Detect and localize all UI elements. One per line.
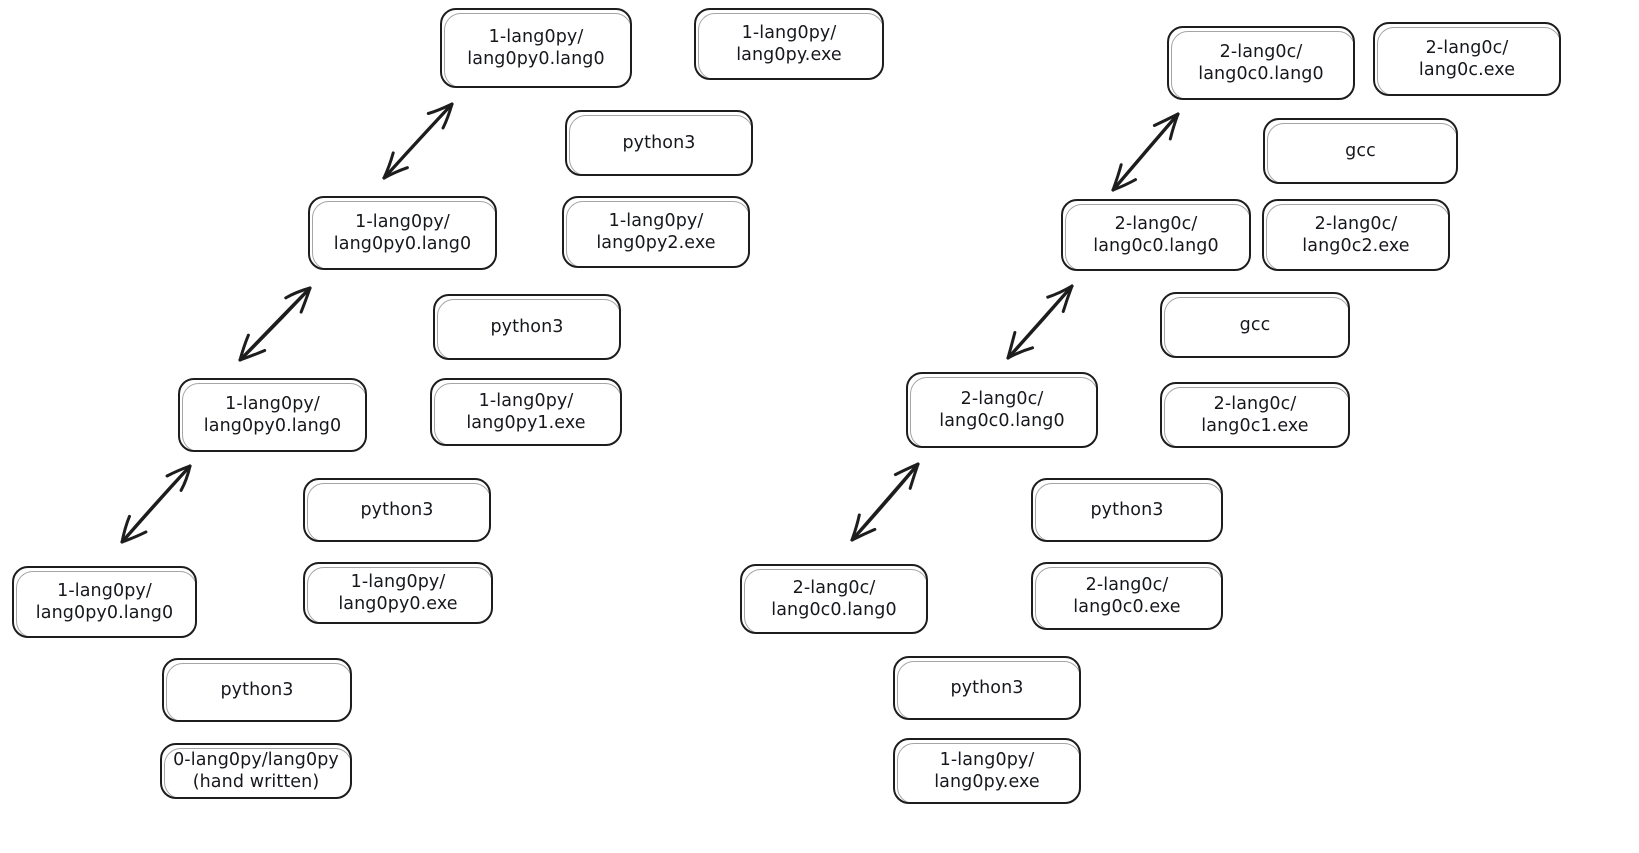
node-l-out4[interactable]: 1-lang0py/ lang0py.exe xyxy=(694,8,884,80)
node-l-tool0[interactable]: python3 xyxy=(162,658,352,722)
node-label: 0-lang0py/lang0py (hand written) xyxy=(173,749,339,794)
node-l-exe1[interactable]: 1-lang0py/ lang0py0.exe xyxy=(303,562,493,624)
node-label: 1-lang0py/ lang0py0.lang0 xyxy=(334,211,471,256)
node-l-src1[interactable]: 1-lang0py/ lang0py0.lang0 xyxy=(12,566,197,638)
node-label: python3 xyxy=(490,316,563,338)
arrow-a-l3 xyxy=(384,104,453,179)
node-r-src4[interactable]: 2-lang0c/ lang0c0.lang0 xyxy=(1167,26,1355,100)
node-label: python3 xyxy=(220,679,293,701)
arrow-a-l2 xyxy=(240,288,311,361)
node-r-out4[interactable]: 2-lang0c/ lang0c.exe xyxy=(1373,22,1561,96)
node-l-src0[interactable]: 0-lang0py/lang0py (hand written) xyxy=(160,743,352,799)
node-label: python3 xyxy=(950,677,1023,699)
arrow-a-r3 xyxy=(1113,114,1179,191)
node-r-tool2[interactable]: gcc xyxy=(1160,292,1350,358)
node-label: 2-lang0c/ lang0c0.lang0 xyxy=(1093,213,1218,258)
node-label: 1-lang0py/ lang0py0.exe xyxy=(338,571,457,616)
arrow-a-r1 xyxy=(852,464,919,541)
node-label: gcc xyxy=(1240,314,1271,336)
node-r-tool0[interactable]: python3 xyxy=(893,656,1081,720)
node-label: 2-lang0c/ lang0c0.lang0 xyxy=(939,388,1064,433)
node-label: python3 xyxy=(1090,499,1163,521)
node-r-src2[interactable]: 2-lang0c/ lang0c0.lang0 xyxy=(906,372,1098,448)
node-r-exe1[interactable]: 2-lang0c/ lang0c0.exe xyxy=(1031,562,1223,630)
node-label: 1-lang0py/ lang0py0.lang0 xyxy=(204,393,341,438)
node-r-tool3[interactable]: gcc xyxy=(1263,118,1458,184)
node-label: 1-lang0py/ lang0py1.exe xyxy=(466,390,585,435)
node-label: 2-lang0c/ lang0c2.exe xyxy=(1302,213,1409,258)
node-label: 2-lang0c/ lang0c0.exe xyxy=(1073,574,1180,619)
node-l-src4[interactable]: 1-lang0py/ lang0py0.lang0 xyxy=(440,8,632,88)
node-label: 1-lang0py/ lang0py2.exe xyxy=(596,210,715,255)
arrow-a-r2 xyxy=(1008,286,1073,359)
node-label: 1-lang0py/ lang0py.exe xyxy=(736,22,842,67)
node-r-src1[interactable]: 2-lang0c/ lang0c0.lang0 xyxy=(740,564,928,634)
node-r-tool1[interactable]: python3 xyxy=(1031,478,1223,542)
node-label: 2-lang0c/ lang0c0.lang0 xyxy=(771,577,896,622)
node-l-tool1[interactable]: python3 xyxy=(303,478,491,542)
node-l-tool2[interactable]: python3 xyxy=(433,294,621,360)
node-label: 1-lang0py/ lang0py0.lang0 xyxy=(467,26,604,71)
node-label: gcc xyxy=(1345,140,1376,162)
node-label: 1-lang0py/ lang0py.exe xyxy=(934,749,1040,794)
node-label: 2-lang0c/ lang0c.exe xyxy=(1419,37,1515,82)
node-label: 1-lang0py/ lang0py0.lang0 xyxy=(36,580,173,625)
node-l-tool3[interactable]: python3 xyxy=(565,110,753,176)
node-r-exe0[interactable]: 1-lang0py/ lang0py.exe xyxy=(893,738,1081,804)
node-r-exe3[interactable]: 2-lang0c/ lang0c2.exe xyxy=(1262,199,1450,271)
node-r-exe2[interactable]: 2-lang0c/ lang0c1.exe xyxy=(1160,382,1350,448)
node-l-exe3[interactable]: 1-lang0py/ lang0py2.exe xyxy=(562,196,750,268)
node-label: 2-lang0c/ lang0c1.exe xyxy=(1201,393,1308,438)
node-l-src3[interactable]: 1-lang0py/ lang0py0.lang0 xyxy=(308,196,497,270)
arrow-a-l1 xyxy=(122,466,191,543)
node-label: python3 xyxy=(622,132,695,154)
node-label: 2-lang0c/ lang0c0.lang0 xyxy=(1198,41,1323,86)
node-r-src3[interactable]: 2-lang0c/ lang0c0.lang0 xyxy=(1061,199,1251,271)
node-l-src2[interactable]: 1-lang0py/ lang0py0.lang0 xyxy=(178,378,367,452)
node-label: python3 xyxy=(360,499,433,521)
node-l-exe2[interactable]: 1-lang0py/ lang0py1.exe xyxy=(430,378,622,446)
